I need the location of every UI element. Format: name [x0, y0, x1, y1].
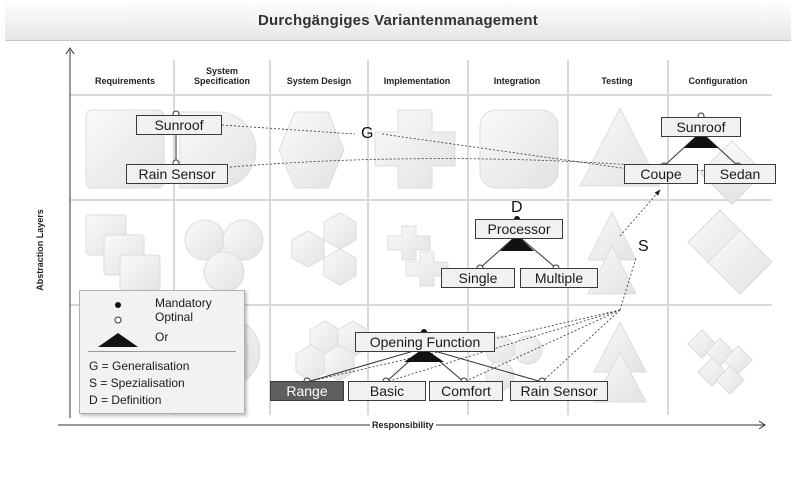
- node-sunroof-configuration[interactable]: Sunroof: [661, 117, 741, 137]
- definition-letter: D: [511, 199, 523, 216]
- node-range[interactable]: Range: [270, 381, 344, 401]
- or-triangles: [404, 132, 718, 362]
- title-bar: Durchgängiges Variantenmanagement: [5, 0, 791, 41]
- node-rain-sensor-requirements[interactable]: Rain Sensor: [126, 164, 228, 184]
- legend-symbols: [98, 302, 138, 347]
- legend: Mandatory Optinal Or G = Generalisation …: [79, 290, 245, 414]
- diagram-title: Durchgängiges Variantenmanagement: [257, 11, 538, 29]
- legend-definition: D = Definition: [89, 393, 162, 407]
- legend-mandatory-label: Mandatory: [155, 296, 212, 310]
- legend-or-icon: [98, 333, 138, 347]
- node-rain-sensor-testing[interactable]: Rain Sensor: [510, 381, 608, 401]
- legend-or-label: Or: [155, 330, 169, 344]
- node-basic[interactable]: Basic: [348, 381, 426, 401]
- legend-divider: [88, 351, 236, 352]
- legend-optional-icon: [114, 316, 122, 324]
- column-header-integration: Integration: [493, 76, 541, 86]
- column-header-configuration: Configuration: [688, 76, 748, 86]
- column-header-implementation: Implementation: [383, 76, 451, 86]
- legend-optional-label: Optinal: [155, 310, 194, 324]
- node-multiple[interactable]: Multiple: [520, 268, 598, 288]
- legend-spezialisation: S = Spezialisation: [89, 376, 185, 390]
- column-header-system-specification: System Specification: [172, 66, 272, 86]
- node-opening-function[interactable]: Opening Function: [355, 332, 495, 352]
- node-sunroof-requirements[interactable]: Sunroof: [136, 115, 222, 135]
- node-sedan[interactable]: Sedan: [704, 164, 776, 184]
- row2-shapes: [85, 209, 773, 296]
- column-header-system-specification-label: System Specification: [193, 66, 250, 86]
- column-header-requirements: Requirements: [94, 76, 156, 86]
- column-header-testing: Testing: [601, 76, 633, 86]
- legend-generalisation: G = Generalisation: [89, 359, 190, 373]
- node-comfort[interactable]: Comfort: [429, 381, 503, 401]
- node-processor[interactable]: Processor: [475, 219, 563, 239]
- x-axis-label: Responsibility: [370, 420, 436, 430]
- y-axis-label: Abstraction Layers: [35, 209, 45, 291]
- spezialisation-letter: S: [638, 238, 649, 255]
- node-single[interactable]: Single: [441, 268, 515, 288]
- column-header-system-design: System Design: [286, 76, 352, 86]
- grid-lines: [70, 60, 772, 415]
- node-coupe[interactable]: Coupe: [624, 164, 698, 184]
- legend-mandatory-icon: [115, 302, 121, 308]
- generalisation-letter: G: [361, 125, 374, 142]
